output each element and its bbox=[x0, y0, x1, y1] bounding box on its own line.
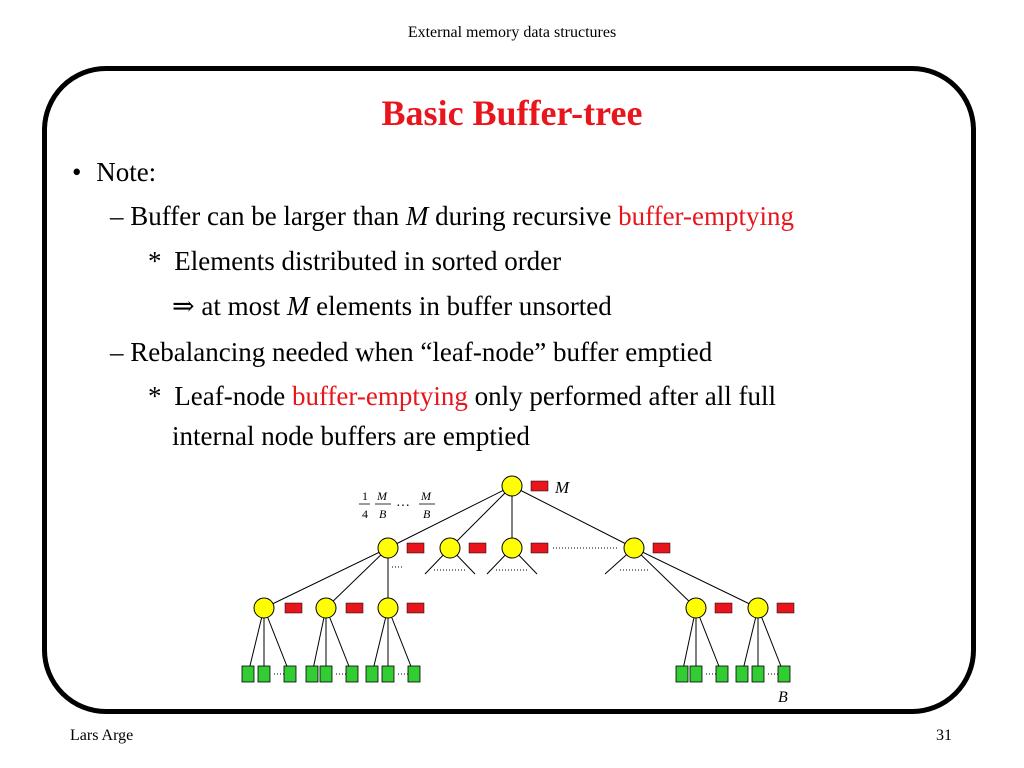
item-buffer-larger: – Buffer can be larger than M during rec… bbox=[110, 200, 794, 232]
star-marker: * bbox=[148, 381, 162, 411]
item-text: at most bbox=[194, 291, 287, 321]
item-rebalancing: – Rebalancing needed when “leaf-node” bu… bbox=[110, 336, 712, 368]
leaf-blocks bbox=[241, 665, 791, 683]
tree-node bbox=[623, 537, 645, 559]
tree-node bbox=[377, 537, 399, 559]
root-node bbox=[501, 475, 523, 497]
tree-edges bbox=[247, 485, 785, 675]
fanout-frac1-den: 4 bbox=[362, 507, 368, 521]
leaf-block bbox=[777, 665, 791, 683]
buffer bbox=[714, 602, 733, 614]
var-m: M bbox=[405, 201, 429, 231]
buffer-blocks bbox=[284, 480, 795, 614]
implies-arrow: ⇒ bbox=[172, 291, 195, 321]
slide-frame bbox=[42, 66, 976, 714]
fanout-frac2-den: B bbox=[379, 507, 387, 521]
tree-nodes bbox=[253, 475, 769, 619]
slide-header: External memory data structures bbox=[407, 24, 617, 41]
item-text: only performed after all full bbox=[467, 381, 776, 411]
item-text: elements in buffer unsorted bbox=[309, 291, 612, 321]
bullet-marker: • bbox=[72, 157, 82, 187]
buffer bbox=[406, 542, 425, 554]
footer-author: Lars Arge bbox=[70, 727, 134, 744]
leaf-block bbox=[345, 665, 359, 683]
item-text: Elements distributed in sorted order bbox=[174, 246, 562, 276]
note-label: Note: bbox=[96, 157, 157, 187]
fanout-frac2-num: M bbox=[376, 489, 388, 503]
highlight-buffer-emptying: buffer-emptying bbox=[291, 381, 468, 411]
buffer bbox=[468, 542, 487, 554]
fanout-label: 1 4 M B ··· M B bbox=[359, 489, 435, 521]
leaf-block bbox=[257, 665, 271, 683]
tree-node bbox=[501, 537, 523, 559]
item-text: during recursive bbox=[428, 201, 619, 231]
buffer bbox=[345, 602, 364, 614]
item-at-most-m: ⇒ at most M elements in buffer unsorted bbox=[172, 290, 612, 322]
leaf-block bbox=[365, 665, 379, 683]
item-sorted-order: * Elements distributed in sorted order bbox=[148, 245, 561, 277]
leaf-block bbox=[381, 665, 395, 683]
tree-node bbox=[253, 597, 275, 619]
tree-node bbox=[747, 597, 769, 619]
bullet-note: • Note: bbox=[72, 156, 156, 188]
tree-node bbox=[315, 597, 337, 619]
leaf-block bbox=[675, 665, 689, 683]
buffer bbox=[530, 542, 549, 554]
dash-marker: – bbox=[110, 337, 124, 367]
item-leaf-node: * Leaf-node buffer-emptying only perform… bbox=[148, 380, 776, 412]
fanout-frac3-num: M bbox=[420, 489, 432, 503]
leaf-block bbox=[407, 665, 421, 683]
fanout-dots-label: ··· bbox=[396, 499, 410, 514]
tree-node bbox=[685, 597, 707, 619]
dash-marker: – bbox=[110, 201, 124, 231]
fanout-frac3-den: B bbox=[423, 507, 431, 521]
leaf-block bbox=[715, 665, 729, 683]
leaf-block bbox=[319, 665, 333, 683]
buffer bbox=[284, 602, 303, 614]
root-buffer-label: M bbox=[554, 478, 570, 497]
leaf-block bbox=[735, 665, 749, 683]
fanout-dots bbox=[274, 547, 778, 675]
root-buffer bbox=[530, 480, 549, 492]
fanout-frac1-num: 1 bbox=[362, 489, 368, 503]
leaf-block bbox=[283, 665, 297, 683]
buffer bbox=[406, 602, 425, 614]
buffer bbox=[652, 542, 671, 554]
page-number: 31 bbox=[936, 727, 952, 744]
item-text: Leaf-node bbox=[174, 381, 292, 411]
item-text: internal node buffers are emptied bbox=[172, 421, 530, 451]
item-text: Buffer can be larger than bbox=[130, 201, 406, 231]
tree-node bbox=[439, 537, 461, 559]
item-leaf-node-cont: internal node buffers are emptied bbox=[172, 420, 530, 452]
slide-title: Basic Buffer-tree bbox=[381, 93, 643, 133]
var-m: M bbox=[286, 291, 310, 321]
buffer bbox=[776, 602, 795, 614]
leaf-block-label: B bbox=[778, 689, 788, 706]
item-text: Rebalancing needed when “leaf-node” buff… bbox=[130, 337, 713, 367]
highlight-buffer-emptying: buffer-emptying bbox=[618, 201, 794, 231]
leaf-block bbox=[305, 665, 319, 683]
leaf-block bbox=[751, 665, 765, 683]
leaf-block bbox=[241, 665, 255, 683]
leaf-block bbox=[689, 665, 703, 683]
star-marker: * bbox=[148, 246, 162, 276]
tree-node bbox=[377, 597, 399, 619]
